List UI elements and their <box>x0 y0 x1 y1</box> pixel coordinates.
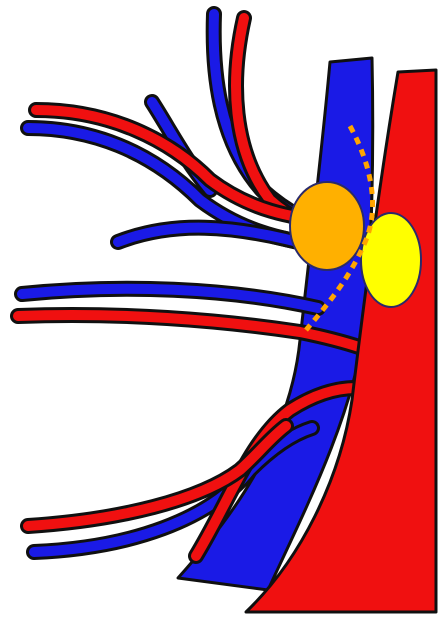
node-left <box>290 182 364 270</box>
